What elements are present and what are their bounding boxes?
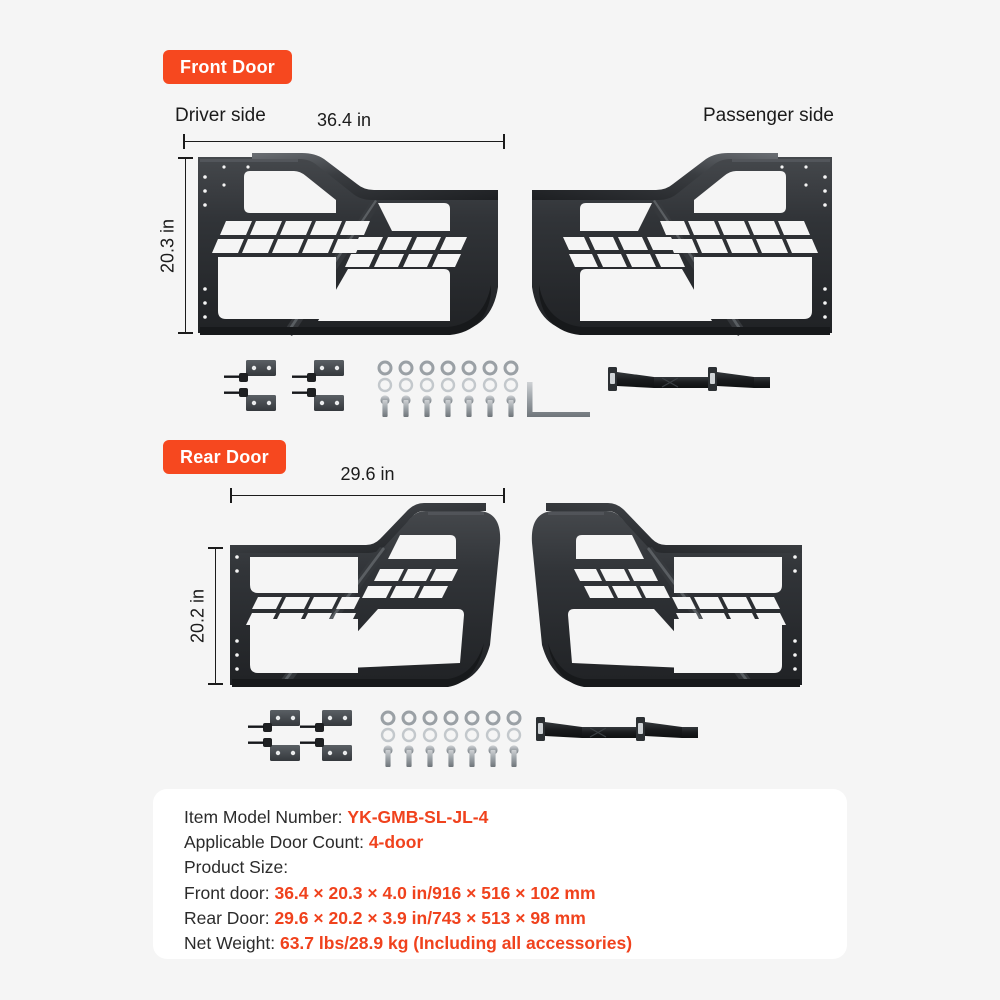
spec-label: Front door: bbox=[184, 882, 275, 903]
dimension-line bbox=[230, 495, 505, 497]
front-door-width-dimension: 36.4 in bbox=[183, 110, 505, 149]
hinge-icon bbox=[292, 360, 344, 411]
spec-value: 36.4 × 20.3 × 4.0 in/916 × 516 × 102 mm bbox=[274, 882, 596, 903]
spec-value: 4-door bbox=[368, 832, 424, 853]
dimension-line bbox=[215, 547, 217, 685]
front-door-driver-image bbox=[196, 153, 506, 337]
dimension-cap-top bbox=[178, 157, 193, 159]
dimension-cap-left bbox=[230, 488, 232, 503]
rear-door-driver-image bbox=[228, 503, 508, 693]
passenger-side-label: Passenger side bbox=[703, 105, 834, 126]
section-badge-front-door: Front Door bbox=[163, 50, 292, 84]
spec-rows: Item Model Number: YK-GMB-SL-JL-4 Applic… bbox=[153, 789, 847, 956]
spec-value: 63.7 lbs/28.9 kg (Including all accessor… bbox=[279, 933, 633, 954]
spec-label: Rear Door: bbox=[184, 907, 275, 928]
spec-row-front-door-size: Front door: 36.4 × 20.3 × 4.0 in/916 × 5… bbox=[184, 881, 847, 906]
front-door-height-value: 20.3 in bbox=[157, 212, 179, 279]
strap-icon bbox=[708, 367, 770, 391]
hinge-icon bbox=[224, 360, 276, 411]
dimension-cap-top bbox=[208, 547, 223, 549]
spec-label: Product Size: bbox=[184, 857, 289, 878]
strap-icon bbox=[636, 717, 698, 741]
spec-row-net-weight: Net Weight: 63.7 lbs/28.9 kg (Including … bbox=[184, 931, 847, 956]
dimension-line bbox=[185, 157, 187, 334]
spec-label: Item Model Number: bbox=[184, 807, 348, 827]
rear-door-width-dimension: 29.6 in bbox=[230, 464, 505, 503]
dimension-cap-bottom bbox=[178, 332, 193, 334]
dimension-cap-right bbox=[503, 134, 505, 149]
rear-door-passenger-image bbox=[524, 503, 804, 693]
front-door-hardware-row bbox=[210, 355, 770, 421]
spec-label: Net Weight: bbox=[184, 933, 280, 954]
dimension-line bbox=[183, 141, 505, 143]
spec-row-door-count: Applicable Door Count: 4-door bbox=[184, 830, 847, 855]
spec-label: Applicable Door Count: bbox=[184, 832, 369, 853]
hinge-icon bbox=[248, 710, 300, 761]
hinge-icon bbox=[300, 710, 352, 761]
washers-and-bolts-icon bbox=[377, 360, 519, 417]
dimension-cap-bottom bbox=[208, 683, 223, 685]
rear-door-width-value: 29.6 in bbox=[332, 464, 403, 485]
washers-and-bolts-icon bbox=[380, 710, 522, 767]
strap-icon bbox=[608, 367, 708, 391]
dimension-cap-right bbox=[503, 488, 505, 503]
specifications-card: Item Model Number: YK-GMB-SL-JL-4 Applic… bbox=[153, 789, 847, 959]
rear-door-height-value: 20.2 in bbox=[187, 582, 209, 650]
rear-door-height-dimension: 20.2 in bbox=[187, 547, 223, 685]
front-door-passenger-image bbox=[524, 153, 834, 337]
spec-row-item-model-number: Item Model Number: YK-GMB-SL-JL-4 bbox=[184, 805, 847, 830]
section-badge-rear-door: Rear Door bbox=[163, 440, 286, 474]
front-door-height-dimension: 20.3 in bbox=[157, 157, 193, 334]
allen-wrench-icon bbox=[527, 382, 590, 417]
spec-value: 29.6 × 20.2 × 3.9 in/743 × 513 × 98 mm bbox=[274, 907, 586, 928]
rear-door-hardware-row bbox=[248, 705, 748, 771]
spec-value: YK-GMB-SL-JL-4 bbox=[347, 807, 489, 827]
strap-icon bbox=[536, 717, 636, 741]
front-door-width-value: 36.4 in bbox=[308, 110, 380, 131]
driver-side-label: Driver side bbox=[175, 105, 266, 126]
spec-row-rear-door-size: Rear Door: 29.6 × 20.2 × 3.9 in/743 × 51… bbox=[184, 906, 847, 931]
spec-row-product-size-heading: Product Size: bbox=[184, 855, 847, 880]
dimension-cap-left bbox=[183, 134, 185, 149]
